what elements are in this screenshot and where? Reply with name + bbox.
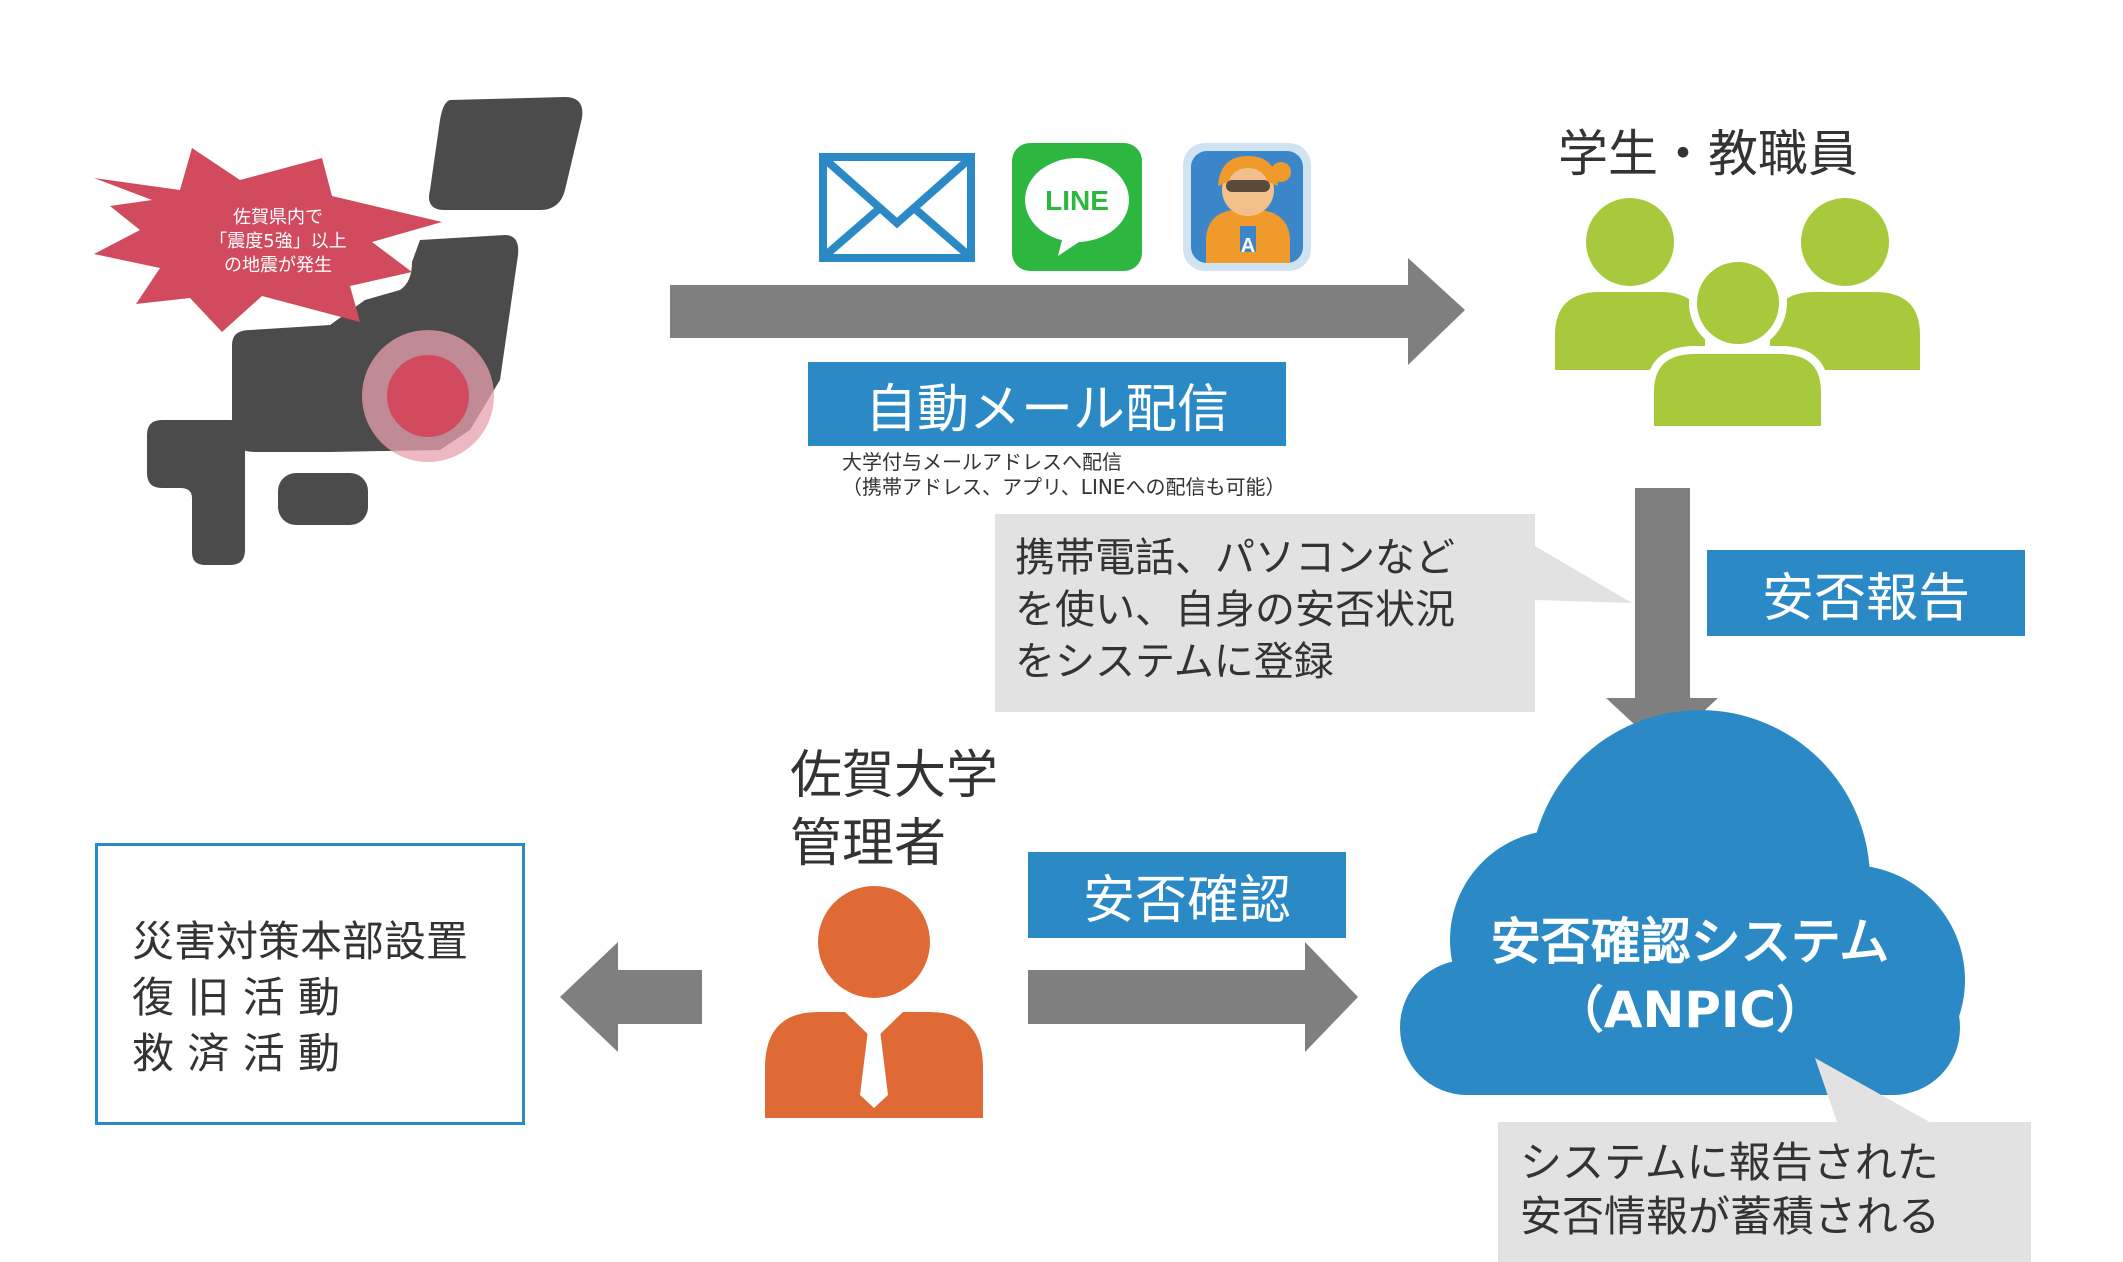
map-hokkaido xyxy=(429,97,583,210)
system-title-line-2: （ANPIC） xyxy=(1553,981,1827,1039)
report-callout-line-1: 携帯電話、パソコンなど xyxy=(1015,535,1455,581)
report-callout-line-2: を使い、自身の安否状況 xyxy=(1015,587,1455,633)
admin-title: 佐賀大学 管理者 xyxy=(790,742,998,878)
person-left-head xyxy=(1586,198,1674,286)
admin-tie-icon xyxy=(860,1016,888,1108)
accumulate-callout-pointer xyxy=(1815,1058,1935,1125)
admin-head xyxy=(818,886,930,998)
people-icon xyxy=(1555,198,1920,434)
report-callout-pointer xyxy=(1535,546,1632,603)
earthquake-burst xyxy=(94,148,442,332)
report-callout-line-3: をシステムに登録 xyxy=(1015,639,1334,685)
system-title-line-1: 安否確認システム xyxy=(1490,913,1890,971)
hq-line-1: 災害対策本部設置 xyxy=(132,917,469,966)
auto-mail-label: 自動メール配信 xyxy=(808,362,1286,446)
accumulate-callout-line-1: システムに報告された xyxy=(1520,1138,1939,1187)
mail-icon xyxy=(819,153,975,262)
anpic-app-icon: A xyxy=(1183,143,1311,271)
arrow-report-down xyxy=(1606,488,1718,750)
notify-note: 大学付与メールアドレスへ配信 （携帯アドレス、アプリ、LINEへの配信も可能） xyxy=(842,450,1285,500)
admin-title-line-2: 管理者 xyxy=(790,814,947,874)
accumulate-callout: システムに報告された 安否情報が蓄積される xyxy=(1498,1122,2031,1262)
admin-title-line-1: 佐賀大学 xyxy=(790,746,999,806)
map-kyushu xyxy=(147,420,245,565)
arrow-confirm-right xyxy=(1028,942,1358,1052)
report-callout: 携帯電話、パソコンなど を使い、自身の安否状況 をシステムに登録 xyxy=(995,514,1535,712)
arrow-notify xyxy=(670,258,1465,365)
arrow-to-hq xyxy=(560,942,702,1052)
hq-line-2: 復 旧 活 動 xyxy=(132,973,341,1022)
svg-text:A: A xyxy=(1241,235,1255,257)
confirm-label: 安否確認 xyxy=(1028,852,1346,938)
admin-person-icon xyxy=(765,886,983,1118)
line-app-icon: LINE xyxy=(1012,143,1142,271)
burst-line-3: の地震が発生 xyxy=(224,255,332,276)
anpic-cloud xyxy=(1400,710,1965,1095)
burst-line-2: 「震度5強」以上 xyxy=(209,231,347,252)
line-icon-label: LINE xyxy=(1045,185,1109,216)
person-center-head xyxy=(1689,254,1787,352)
hq-actions-box: 災害対策本部設置 復 旧 活 動 救 済 活 動 xyxy=(95,843,525,1125)
notify-note-line-2: （携帯アドレス、アプリ、LINEへの配信も可能） xyxy=(842,475,1286,499)
report-label: 安否報告 xyxy=(1707,550,2025,636)
recipients-title: 学生・教職員 xyxy=(1558,125,1858,183)
person-center-body xyxy=(1646,346,1829,434)
person-left-body xyxy=(1555,292,1705,370)
japan-map xyxy=(147,97,583,565)
notify-note-line-1: 大学付与メールアドレスへ配信 xyxy=(842,450,1122,474)
epicenter-dot xyxy=(387,355,469,437)
earthquake-burst-text: 佐賀県内で 「震度5強」以上 の地震が発生 xyxy=(178,206,378,278)
map-shikoku xyxy=(278,473,368,525)
person-right-body xyxy=(1770,292,1920,370)
accumulate-callout-line-2: 安否情報が蓄積される xyxy=(1520,1192,1941,1241)
system-title: 安否確認システム （ANPIC） xyxy=(1440,908,1940,1044)
hq-line-3: 救 済 活 動 xyxy=(132,1029,341,1078)
person-right-head xyxy=(1801,198,1889,286)
burst-line-1: 佐賀県内で xyxy=(233,207,323,228)
